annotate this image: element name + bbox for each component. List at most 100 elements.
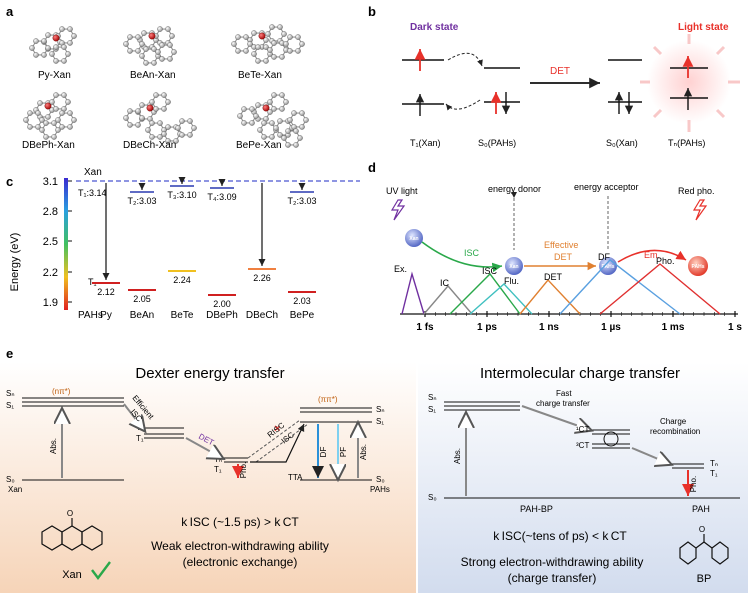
light-state-label: Light state [678, 22, 729, 33]
pahs-node-2-label: PAHs [692, 264, 705, 270]
peak-label: DET [544, 272, 563, 282]
peak-label: Ex. [394, 264, 407, 274]
peak-label: Pho. [656, 256, 675, 266]
y-tick-label: 3.1 [43, 176, 58, 188]
fast-ct-label-1: Fast [556, 389, 572, 398]
panel-label-d: d [368, 160, 376, 175]
right-kinetics: k ISC(~tens of ps) < k CT [493, 529, 627, 543]
peak-label: ISC [482, 266, 498, 276]
fast-ct-arrow [521, 405, 590, 430]
molecule-5 [123, 92, 197, 144]
molecule-label-dbeph-xan: DBePh-Xan [22, 140, 75, 151]
pahs-label-right: PAHs [370, 485, 390, 494]
sn-label-ct: Sₙ [428, 393, 437, 402]
electron-spins-dark [414, 49, 511, 116]
tta-arrow [250, 423, 305, 463]
left-desc-2: (electronic exchange) [183, 555, 298, 569]
peak-isc [449, 272, 521, 315]
light-rays [640, 34, 740, 132]
y-tick-label: 2.8 [43, 206, 58, 218]
npi-label: (nπ*) [52, 387, 71, 396]
t1-value-dbech: 2.26 [253, 273, 271, 283]
molecule-label-dbech-xan: DBeCh-Xan [123, 140, 176, 151]
category-py: Py [100, 310, 112, 321]
panel-e: e Dexter energy transfer Intermolecular … [0, 346, 748, 593]
det-arrow-e [185, 437, 222, 458]
pipi-label: (ππ*) [318, 395, 338, 404]
light-glow [647, 40, 731, 124]
molecule-2 [123, 26, 177, 66]
charge-rec-label-1: Charge [660, 417, 687, 426]
det-label: DET [550, 66, 570, 77]
dexter-title: Dexter energy transfer [135, 365, 284, 382]
y-tick-label: 2.5 [43, 236, 58, 248]
energy-levels-dark [402, 59, 520, 105]
s0-label-right: S₀ [376, 475, 385, 484]
red-lightning-icon [692, 199, 708, 221]
y-tick-label: 2.2 [43, 267, 58, 279]
energy-levels-light [608, 59, 708, 103]
uv-light-label: UV light [386, 186, 418, 196]
triplet-label: T₂:3.03 [127, 196, 156, 206]
t1-label-mid: T₁ [214, 465, 222, 474]
xan-node-2 [505, 257, 523, 275]
s0-pahs-label: S₀(PAHs) [478, 138, 516, 148]
det-label-d: DET [554, 252, 573, 262]
s1-label-right: S₁ [376, 417, 384, 426]
peak-det [519, 278, 581, 315]
t1-value-bete: 2.24 [173, 275, 191, 285]
peak-label: IC [440, 278, 450, 288]
molecule-4 [23, 92, 77, 140]
fast-ct-label-2: charge transfer [536, 399, 590, 408]
sn-label-left: Sₙ [6, 389, 15, 398]
benzophenone-structure [679, 534, 729, 565]
category-dbeph: DBePh [206, 310, 238, 321]
peak-ex [401, 271, 425, 315]
molecule-label-bepe-xan: BePe-Xan [236, 140, 282, 151]
t1-value-bepe: 2.03 [293, 296, 311, 306]
panel-d: d UV light energy donor energy acceptor … [368, 160, 742, 333]
peak-label: Flu. [504, 276, 519, 286]
category-bepe: BePe [290, 310, 315, 321]
ct-panel-bg [418, 362, 748, 593]
time-tick-label: 1 ps [477, 322, 497, 333]
t1-label-ct: T₁ [710, 469, 718, 478]
charge-rec-label-2: recombination [650, 427, 700, 436]
t1-value-bean: 2.05 [133, 294, 151, 304]
y-axis-label: Energy (eV) [9, 233, 21, 292]
uv-lightning-icon [390, 199, 406, 221]
effective-label: Effective [544, 240, 578, 250]
em-label: Em. [644, 250, 660, 260]
electron-spins-light [614, 56, 694, 114]
dark-state-label: Dark state [410, 22, 459, 33]
df-label: DF [319, 447, 328, 458]
peak-ic [423, 284, 473, 315]
tn-label-ct: Tₙ [710, 459, 718, 468]
category-dbech: DBeCh [246, 310, 278, 321]
isc-arrow [421, 241, 503, 273]
tta-label: TTA [288, 473, 303, 482]
pah-levels: 2.12Py2.05BeAn2.24BeTe2.00DBePh2.26DBeCh… [92, 176, 317, 321]
ct1-label: ¹CT [576, 425, 589, 434]
energy-color-bar [64, 178, 68, 310]
ct-levels [444, 401, 740, 499]
triplet-label: T₄:3.09 [207, 192, 236, 202]
right-desc-1: Strong electron-withdrawing ability [461, 555, 644, 569]
time-tick-label: 1 ns [539, 322, 559, 333]
ct-cycle-icon [603, 431, 619, 447]
category-bean: BeAn [130, 310, 154, 321]
pah-bp-label: PAH-BP [520, 504, 553, 514]
abs-label-right: Abs. [359, 444, 368, 460]
pho-label-left: Pho. [239, 462, 248, 478]
risc-line [247, 419, 301, 459]
molecule-label-bean-xan: BeAn-Xan [130, 70, 176, 81]
y-ticks: 3.12.82.52.21.9 [43, 176, 72, 309]
xan-node-2-label: Xan [509, 264, 518, 270]
s1-label-left: S₁ [6, 401, 14, 410]
blocked-x-icon: × [274, 423, 280, 435]
abs-label-ct: Abs. [453, 448, 462, 464]
charge-recomb-arrow [631, 447, 670, 464]
xan-structure-label: Xan [62, 569, 82, 581]
